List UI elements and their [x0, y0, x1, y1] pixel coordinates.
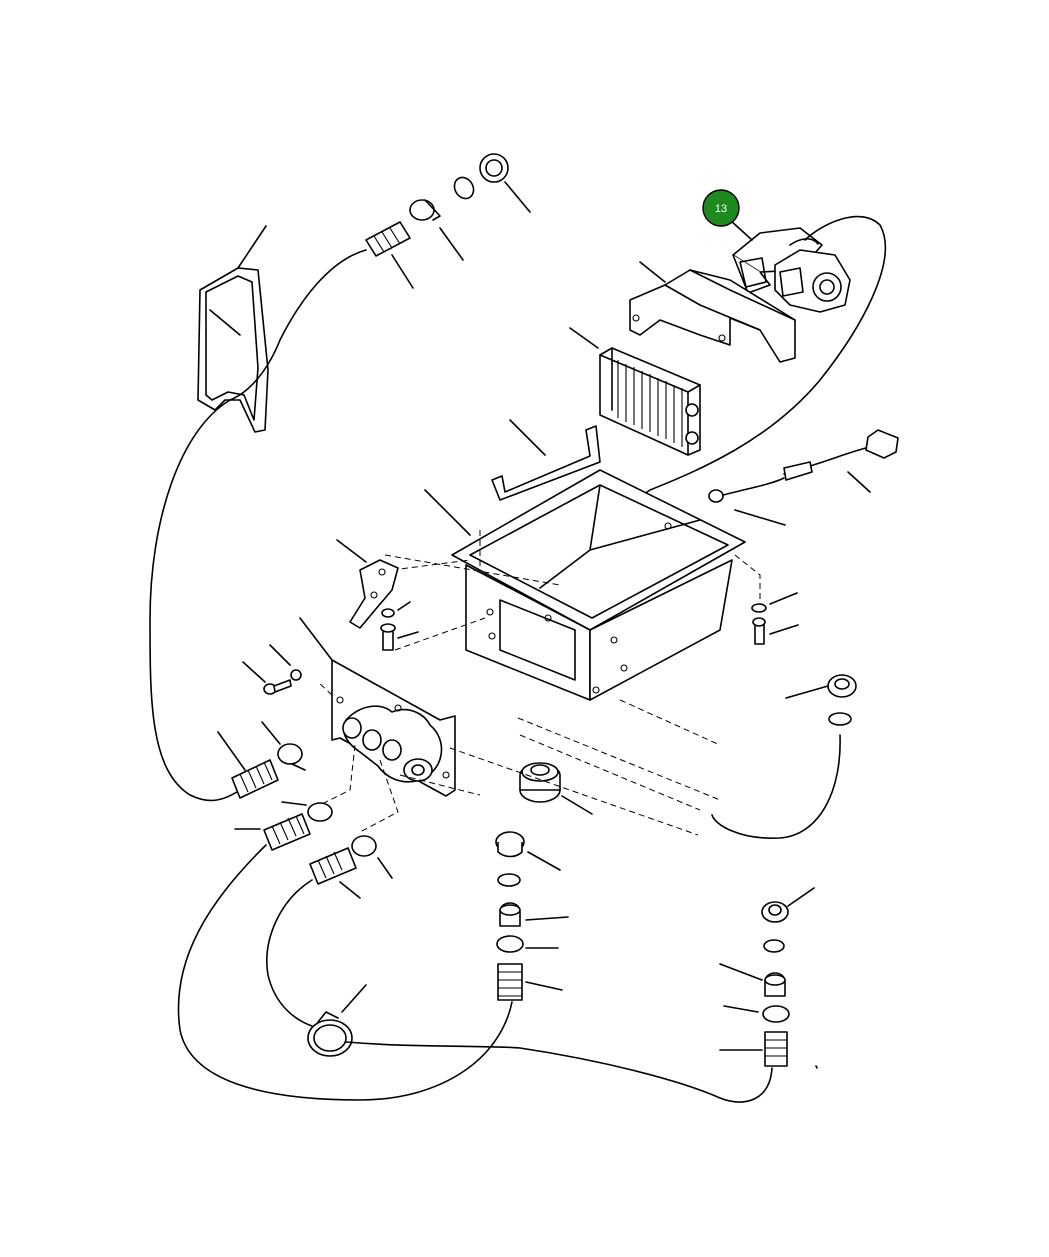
heater-hose-lower-2 [266, 879, 313, 1027]
upper-grommet[interactable] [479, 153, 509, 183]
drain-grommet-right[interactable] [761, 901, 789, 923]
heater-hose-coupling-3[interactable] [309, 847, 357, 885]
drain-hose-coupling-center[interactable] [497, 963, 523, 1001]
bracket-washer[interactable] [381, 608, 395, 618]
heater-hose-clamp-1[interactable] [277, 743, 306, 771]
drain-hose-coupling-right[interactable] [764, 1031, 788, 1067]
heater-hose-lower [177, 844, 513, 1101]
right-grommet[interactable] [827, 674, 857, 698]
floor-grommet[interactable] [519, 762, 561, 803]
heater-hose-left [149, 249, 367, 802]
drain-elbow-center[interactable] [499, 902, 521, 927]
cab-floor-outline [449, 699, 721, 836]
drain-hose-right [711, 734, 841, 839]
drain-clamp-right[interactable] [762, 1005, 790, 1023]
mounting-bracket[interactable] [349, 559, 399, 629]
callout-13[interactable]: 13 [702, 189, 740, 227]
right-o-ring[interactable] [828, 712, 852, 726]
blower-bracket[interactable] [629, 269, 796, 363]
callout-13-circle [702, 189, 740, 227]
housing-bolt[interactable] [752, 617, 766, 645]
harness-connector[interactable] [865, 429, 899, 459]
heater-hose-coupling-1[interactable] [231, 759, 279, 799]
harness-grommet[interactable] [708, 489, 724, 503]
drain-grommet-center[interactable] [495, 831, 525, 858]
upper-o-ring[interactable] [451, 174, 478, 202]
duct-gasket[interactable] [197, 267, 269, 433]
drain-o-ring-right[interactable] [763, 939, 785, 953]
support-strap[interactable] [491, 425, 601, 501]
heater-hose-coupling-2[interactable] [263, 813, 311, 851]
heater-housing[interactable] [451, 469, 746, 701]
heater-hose-clamp-3[interactable] [351, 835, 377, 857]
housing-washer[interactable] [751, 603, 767, 613]
callout-13-label: 13 [715, 203, 727, 215]
lower-hose-clamp[interactable] [307, 1011, 353, 1057]
flange-washer[interactable] [290, 669, 302, 681]
flange-bolt[interactable] [263, 679, 292, 695]
bracket-bolt[interactable] [380, 623, 396, 651]
drain-clamp-center[interactable] [496, 935, 524, 953]
drain-hose-lower [345, 1041, 773, 1103]
valve-flange-plate[interactable] [331, 659, 456, 797]
upper-hose-clamp[interactable] [409, 199, 441, 221]
heater-core[interactable] [599, 347, 701, 456]
heater-hose-clamp-2[interactable] [307, 802, 333, 822]
upper-hose-coupling[interactable] [365, 221, 411, 257]
drain-o-ring-center[interactable] [497, 873, 521, 887]
drain-elbow-right[interactable] [764, 972, 786, 997]
